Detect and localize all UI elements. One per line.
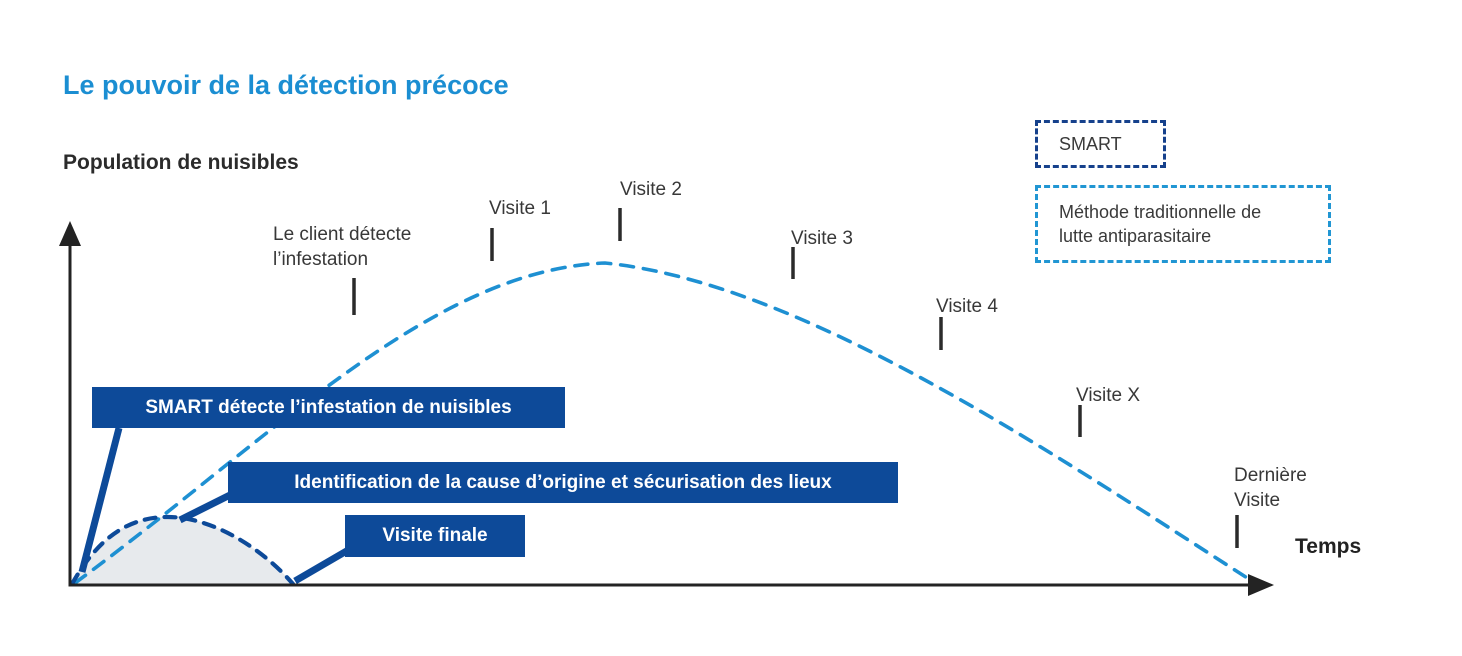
connector-smart-detect bbox=[78, 427, 123, 573]
connector-visite-finale bbox=[293, 545, 352, 585]
connector-identification bbox=[178, 490, 234, 524]
annotation-visite-x: Visite X bbox=[1076, 385, 1141, 406]
annotation-client-detecte: Le client détecte l’infestation bbox=[273, 224, 412, 271]
annotation-visite-4: Visite 4 bbox=[936, 296, 998, 317]
callout-identification: Identification de la cause d’origine et … bbox=[228, 462, 898, 503]
callout-visite-finale: Visite finale bbox=[345, 515, 525, 557]
traditional-curve bbox=[73, 261, 1254, 585]
y-axis-label: Population de nuisibles bbox=[63, 151, 299, 174]
y-axis-arrow-icon bbox=[59, 221, 81, 246]
smart-curve bbox=[69, 514, 296, 587]
legend-smart: SMART bbox=[1035, 120, 1166, 168]
legend-smart-label: SMART bbox=[1059, 133, 1122, 154]
legend-traditional-label: Méthode traditionnelle de lutte antipara… bbox=[1059, 201, 1262, 246]
x-axis-arrow-icon bbox=[1248, 574, 1274, 596]
legend-traditional: Méthode traditionnelle de lutte antipara… bbox=[1035, 185, 1331, 263]
x-axis-label: Temps bbox=[1295, 535, 1362, 558]
annotation-visite-1: Visite 1 bbox=[489, 198, 551, 219]
callout-smart-detect: SMART détecte l’infestation de nuisibles bbox=[92, 387, 565, 428]
smart-curve-area bbox=[72, 517, 293, 584]
page-title: Le pouvoir de la détection précoce bbox=[63, 70, 509, 100]
annotation-visite-3: Visite 3 bbox=[791, 228, 853, 249]
annotation-derniere-visite: Dernière Visite bbox=[1234, 465, 1307, 512]
annotation-visite-2: Visite 2 bbox=[620, 179, 682, 200]
